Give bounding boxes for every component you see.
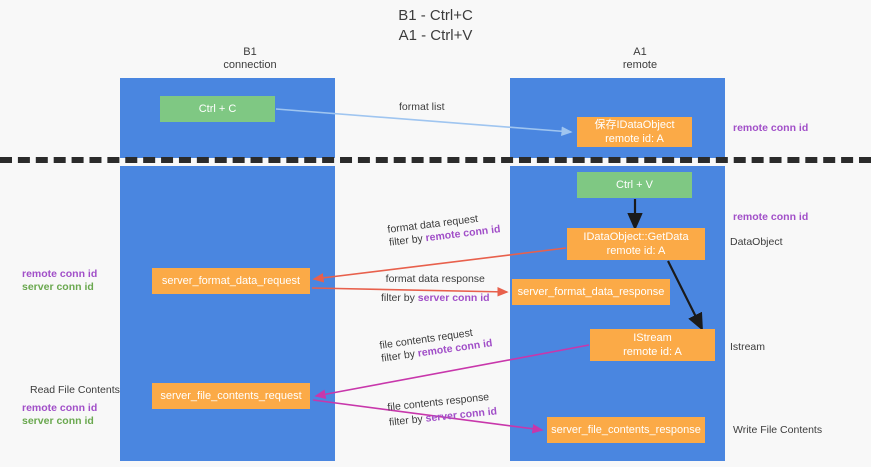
node-istream[interactable]: IStream remote id: A <box>590 329 715 361</box>
annotation-remote-conn-id-top: remote conn id <box>733 122 809 134</box>
key-remote-conn-id: remote conn id <box>22 268 98 280</box>
node-server-format-data-request[interactable]: server_format_data_request <box>152 268 310 294</box>
node-ctrl-v[interactable]: Ctrl + V <box>577 172 692 198</box>
key-server-conn-id: server conn id <box>417 292 490 304</box>
column-header-b1: B1 connection <box>150 46 350 72</box>
edge-label-format-data-response: format data response filter by server co… <box>381 273 490 305</box>
annotation-istream: Istream <box>730 341 766 353</box>
node-idataobject-getdata[interactable]: IDataObject::GetData remote id: A <box>567 228 705 260</box>
node-server-format-data-response[interactable]: server_format_data_response <box>512 279 670 305</box>
column-header-a1-name: A1 <box>633 46 647 58</box>
edge-label-format-data-response-filter: filter by server conn id <box>381 292 490 304</box>
annotation-left-conn-ids-bottom: remote conn id server conn id <box>22 402 97 428</box>
node-server-file-contents-request[interactable]: server_file_contents_request <box>152 383 310 409</box>
lane-b1-bottom <box>120 166 335 461</box>
column-header-b1-name: B1 <box>243 46 257 58</box>
annotation-read-file-contents: Read File Contents <box>30 384 120 396</box>
node-ctrl-c[interactable]: Ctrl + C <box>160 96 275 122</box>
edge-label-format-data-request: format data request filter by remote con… <box>387 210 501 249</box>
annotation-remote-conn-id-mid: remote conn id <box>733 211 809 223</box>
edge-label-file-contents-request: file contents request filter by remote c… <box>379 324 494 365</box>
annotation-dataobject: DataObject <box>730 236 783 248</box>
edge-label-file-contents-response: file contents response filter by server … <box>387 390 498 429</box>
key-server-conn-id: server conn id <box>22 415 94 427</box>
node-server-file-contents-response[interactable]: server_file_contents_response <box>547 417 705 443</box>
edge-label-format-list: format list <box>399 101 445 113</box>
edge-label-format-data-response-title: format data response <box>385 273 485 285</box>
annotation-left-conn-ids-mid: remote conn id server conn id <box>22 268 97 294</box>
column-header-a1-role: remote <box>622 59 658 71</box>
column-header-b1-role: connection <box>223 59 277 71</box>
page-title: B1 - Ctrl+C A1 - Ctrl+V <box>398 7 473 44</box>
node-idataobject[interactable]: 保存IDataObject remote id: A <box>577 117 692 147</box>
phase-divider <box>0 157 871 163</box>
key-remote-conn-id: remote conn id <box>22 402 98 414</box>
column-header-a1: A1 remote <box>540 46 740 72</box>
annotation-write-file-contents: Write File Contents <box>733 424 823 436</box>
key-server-conn-id: server conn id <box>22 281 94 293</box>
